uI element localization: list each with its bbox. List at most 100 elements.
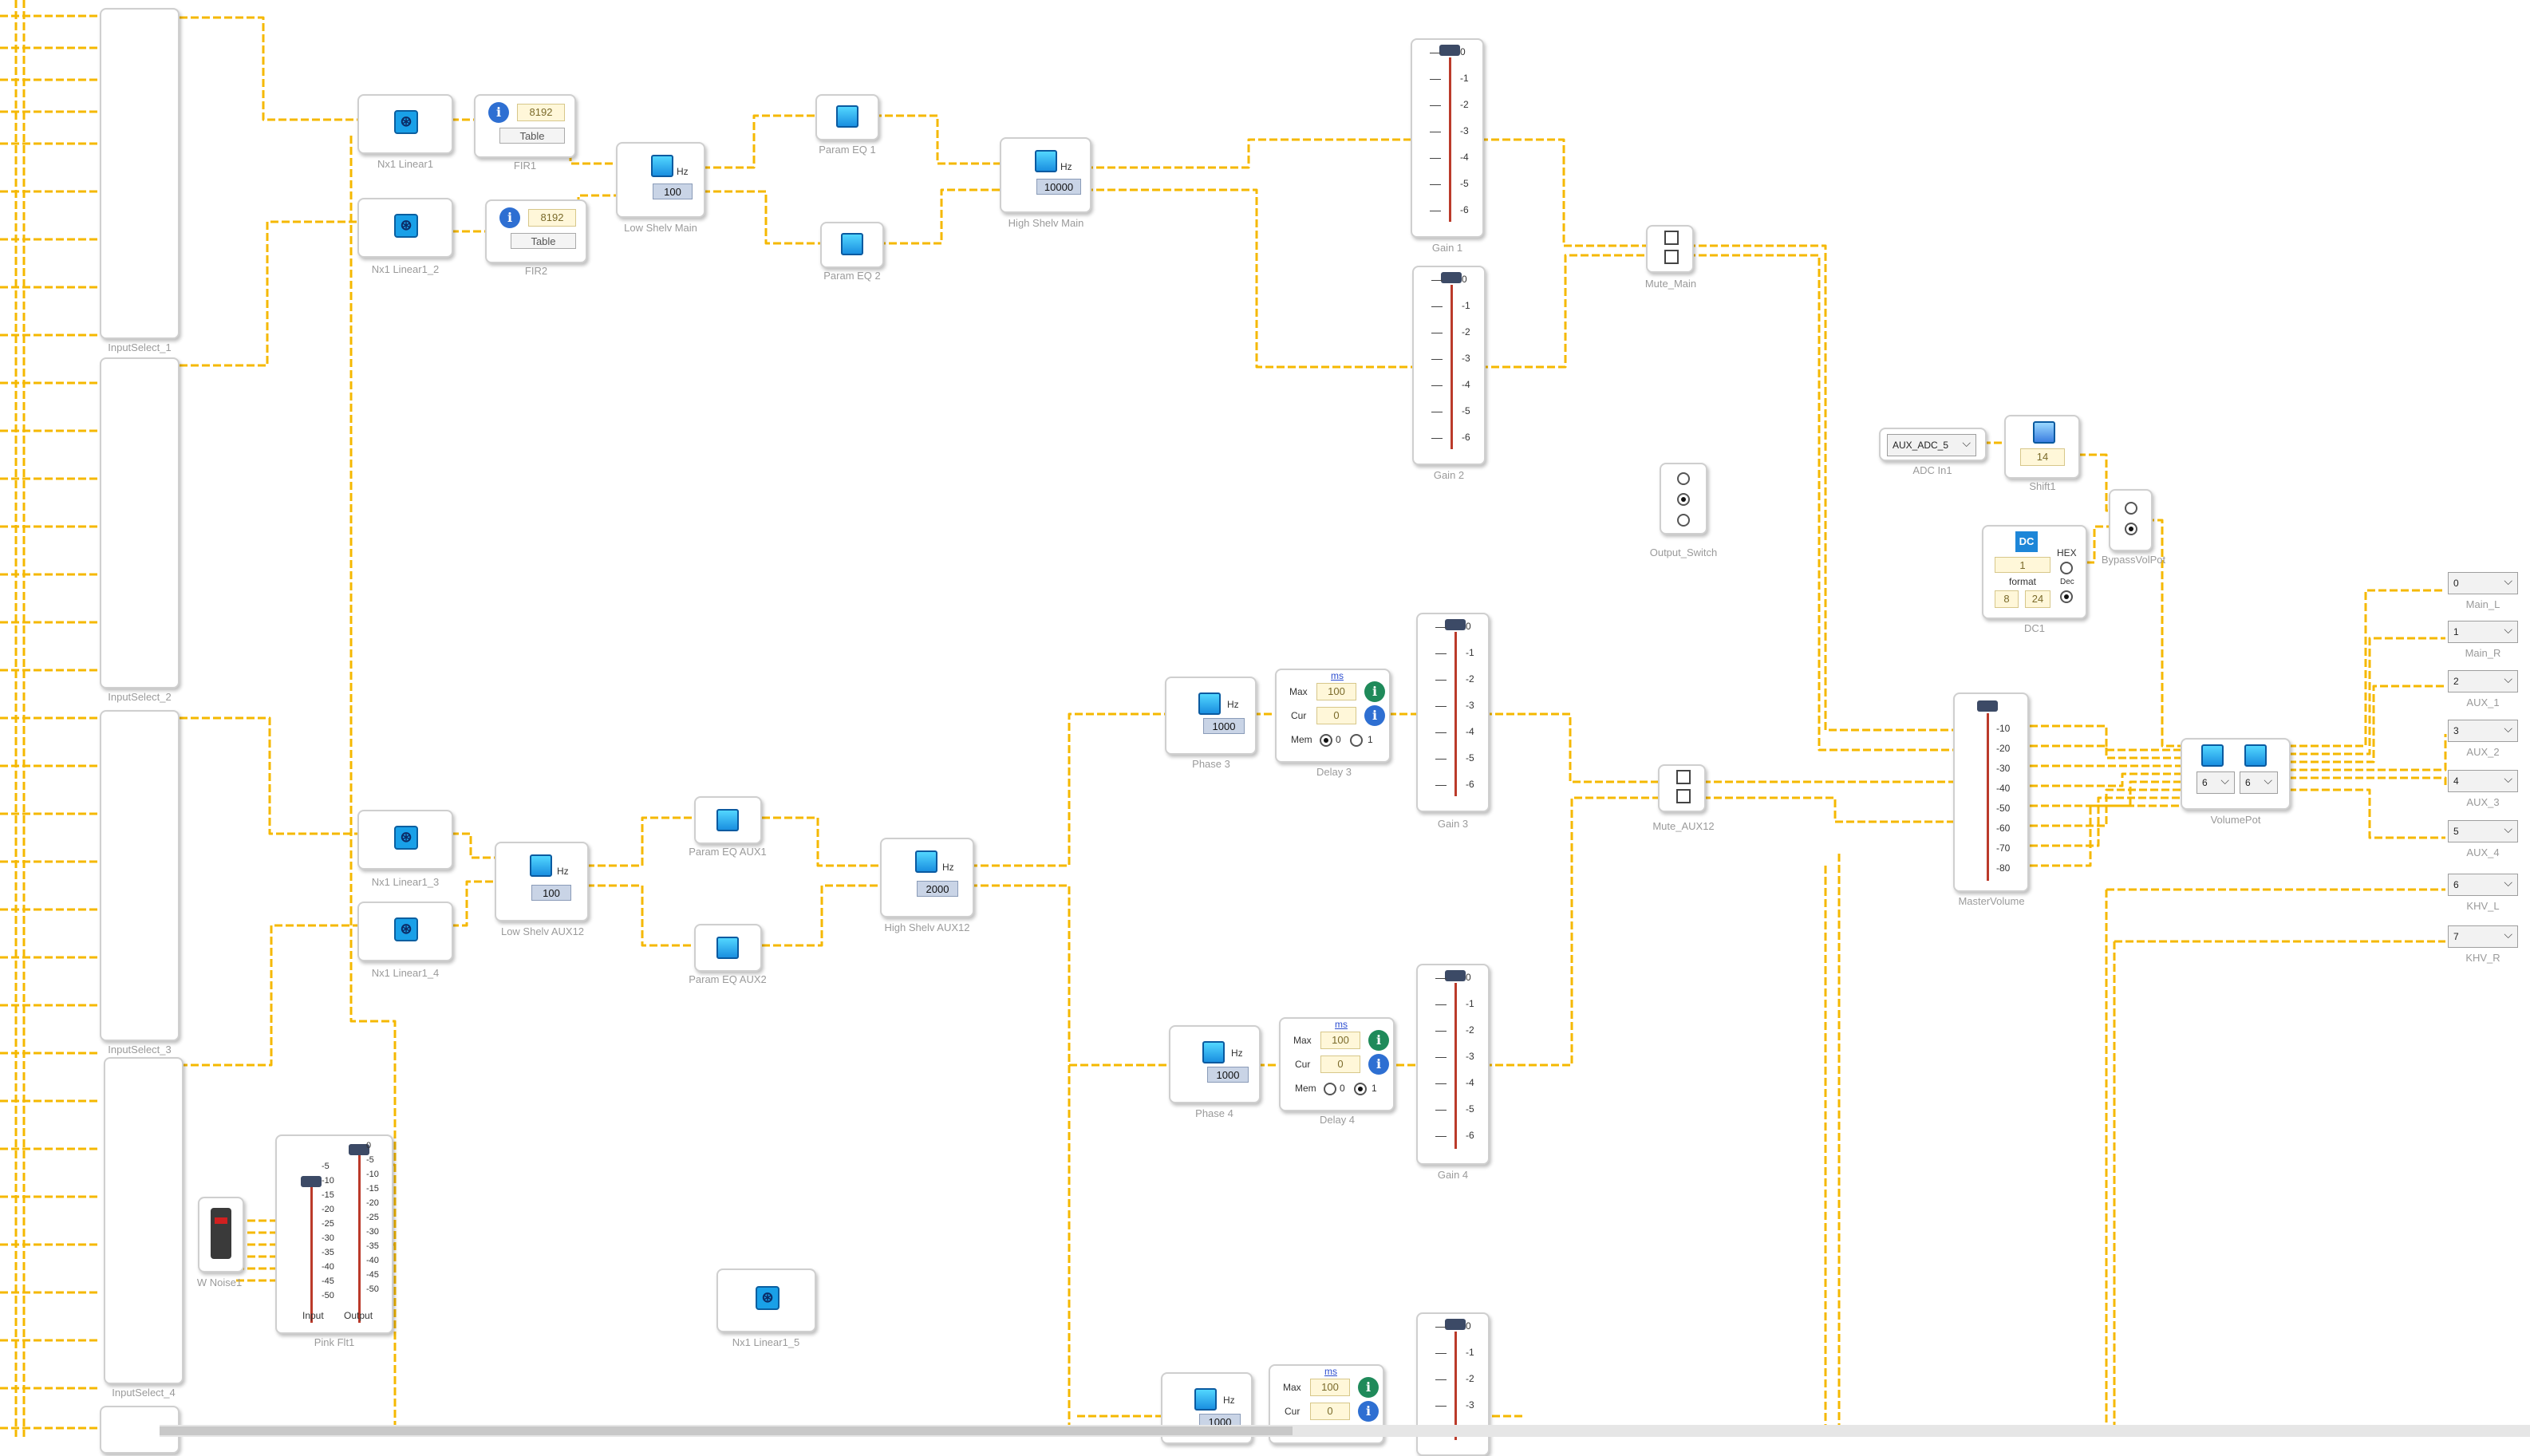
nx1-linear-4[interactable]: ⊛ [357, 902, 453, 961]
param-eq-aux2[interactable] [694, 924, 762, 972]
delay-3-mem-0-radio[interactable] [1320, 734, 1332, 747]
pink-filter[interactable]: -5-10-15-20-25-30-35-40-45-50 0-5-10-15-… [275, 1134, 393, 1334]
volume-pot-select-a[interactable]: 6 [2196, 770, 2235, 794]
low-shelv-aux12-freq[interactable]: 100 [531, 885, 571, 901]
input-select-3[interactable] [100, 710, 180, 1041]
nx1-linear-1[interactable]: ⊛ [357, 94, 453, 154]
input-select-2[interactable] [100, 357, 180, 689]
gain-knob[interactable] [1445, 619, 1466, 630]
delay-5-cur[interactable]: 0 [1310, 1403, 1350, 1420]
adc-in1-select[interactable]: AUX_ADC_5 [1887, 432, 1976, 456]
master-volume[interactable]: -10 -20 -30 -40 -50 -60 -70 -80 [1953, 692, 2029, 892]
mute-main-ch2-checkbox[interactable] [1664, 250, 1679, 264]
volume-pot-select-b[interactable]: 6 [2240, 770, 2278, 794]
mute-aux12[interactable] [1658, 764, 1706, 812]
output-aux-3[interactable]: 4 [2448, 768, 2518, 792]
fir-2-table[interactable]: Table [511, 233, 576, 249]
mute-aux12-ch2-checkbox[interactable] [1676, 789, 1691, 803]
output-aux-2[interactable]: 3 [2448, 718, 2518, 742]
gain-1[interactable]: 0-1-2-3-4-5-6 [1411, 38, 1484, 238]
gain-3[interactable]: 0-1-2-3-4-5-6 [1416, 613, 1490, 812]
low-shelv-main-freq[interactable]: 100 [653, 183, 693, 199]
phase-3-freq[interactable]: 1000 [1203, 718, 1245, 734]
mute-aux12-ch1-checkbox[interactable] [1676, 770, 1691, 784]
pink-input-knob[interactable] [301, 1176, 322, 1187]
gain-tick: -1 [1460, 73, 1469, 84]
master-volume-knob[interactable] [1977, 700, 1998, 712]
delay-5-max[interactable]: 100 [1310, 1379, 1350, 1396]
output-khv-l[interactable]: 6 [2448, 872, 2518, 896]
delay-4-mem-1-radio[interactable] [1354, 1083, 1367, 1095]
volume-pot[interactable]: 6 6 [2181, 738, 2291, 810]
high-shelv-aux12[interactable]: Hz 2000 [880, 838, 974, 917]
output-aux-1[interactable]: 2 [2448, 669, 2518, 692]
output-khv-r[interactable]: 7 [2448, 924, 2518, 948]
fir-2-taps[interactable]: 8192 [528, 209, 576, 227]
low-shelv-main[interactable]: Hz 100 [616, 142, 705, 218]
fir-2[interactable]: i 8192 Table [485, 199, 587, 263]
delay-4-mem-0-radio[interactable] [1324, 1083, 1336, 1095]
shift-1[interactable]: 14 [2004, 415, 2080, 479]
param-eq-aux1[interactable] [694, 796, 762, 844]
delay-3-cur[interactable]: 0 [1316, 707, 1356, 724]
gain-4[interactable]: 0-1-2-3-4-5-6 [1416, 964, 1490, 1165]
nx1-linear-3[interactable]: ⊛ [357, 810, 453, 870]
mute-main[interactable] [1646, 225, 1694, 273]
output-switch-2-radio[interactable] [1677, 493, 1690, 506]
high-shelv-aux12-freq[interactable]: 2000 [917, 881, 958, 897]
phase-4[interactable]: Hz 1000 [1169, 1025, 1261, 1103]
delay-3[interactable]: ms Max 100 i Cur 0 i Mem 0 1 [1275, 669, 1391, 763]
high-shelv-main[interactable]: Hz 10000 [1000, 137, 1091, 213]
gain-tick: -3 [1460, 125, 1469, 136]
nx1-linear-2[interactable]: ⊛ [357, 198, 453, 258]
fir-1-table[interactable]: Table [499, 128, 565, 144]
delay-3-max[interactable]: 100 [1316, 683, 1356, 700]
white-noise[interactable] [198, 1197, 244, 1273]
output-main-l[interactable]: 0 [2448, 570, 2518, 594]
output-main-r[interactable]: 1 [2448, 619, 2518, 643]
dc-1-fmt-a[interactable]: 8 [1995, 590, 2019, 608]
dc-1-hex-radio[interactable] [2060, 562, 2073, 574]
info-icon: i [1358, 1377, 1379, 1398]
gain-knob[interactable] [1445, 970, 1466, 981]
gain-2[interactable]: 0-1-2-3-4-5-6 [1412, 266, 1486, 465]
fir-1-taps[interactable]: 8192 [517, 104, 565, 121]
dc-1-dec-radio[interactable] [2060, 590, 2073, 603]
output-aux-4[interactable]: 5 [2448, 819, 2518, 842]
delay-3-mem-1-radio[interactable] [1350, 734, 1363, 747]
dc-1-fmt-b[interactable]: 24 [2025, 590, 2050, 608]
mv-tick: -20 [1996, 743, 2011, 754]
input-select-4[interactable] [104, 1057, 184, 1384]
delay-4[interactable]: ms Max 100 i Cur 0 i Mem 0 1 [1279, 1017, 1395, 1111]
dc-1-value[interactable]: 1 [1995, 557, 2050, 573]
bypass-vol-pot[interactable] [2109, 489, 2153, 551]
param-eq-1[interactable] [815, 94, 879, 140]
gain-knob[interactable] [1445, 1319, 1466, 1330]
phase-3[interactable]: Hz 1000 [1165, 677, 1257, 755]
delay-4-max[interactable]: 100 [1320, 1032, 1360, 1049]
pink-output-knob[interactable] [349, 1144, 369, 1155]
adc-in1[interactable]: AUX_ADC_5 [1879, 428, 1987, 461]
bypass-2-radio[interactable] [2125, 523, 2137, 535]
dc-1[interactable]: DC 1 format 8 24 HEX Dec [1982, 525, 2087, 619]
output-switch[interactable] [1660, 463, 1707, 535]
fir-1[interactable]: i 8192 Table [474, 94, 576, 158]
gain-knob[interactable] [1441, 272, 1462, 283]
delay-4-cur[interactable]: 0 [1320, 1056, 1360, 1073]
gain-knob[interactable] [1439, 45, 1460, 56]
input-select-1[interactable] [100, 8, 180, 339]
dc-1-format-label: format [2009, 576, 2037, 587]
pink-in-tick: -45 [322, 1276, 334, 1286]
unit-hz: Hz [557, 866, 569, 877]
phase-4-freq[interactable]: 1000 [1207, 1067, 1249, 1083]
horizontal-scrollbar-thumb[interactable] [160, 1426, 1293, 1435]
mute-main-ch1-checkbox[interactable] [1664, 231, 1679, 245]
nx1-linear-5[interactable]: ⊛ [716, 1269, 816, 1332]
low-shelv-aux12[interactable]: Hz 100 [495, 842, 589, 921]
high-shelv-main-freq[interactable]: 10000 [1036, 179, 1081, 195]
output-switch-1-radio[interactable] [1677, 472, 1690, 485]
shift-1-value[interactable]: 14 [2020, 448, 2065, 466]
output-switch-3-radio[interactable] [1677, 514, 1690, 527]
bypass-1-radio[interactable] [2125, 502, 2137, 515]
param-eq-2[interactable] [820, 222, 884, 268]
